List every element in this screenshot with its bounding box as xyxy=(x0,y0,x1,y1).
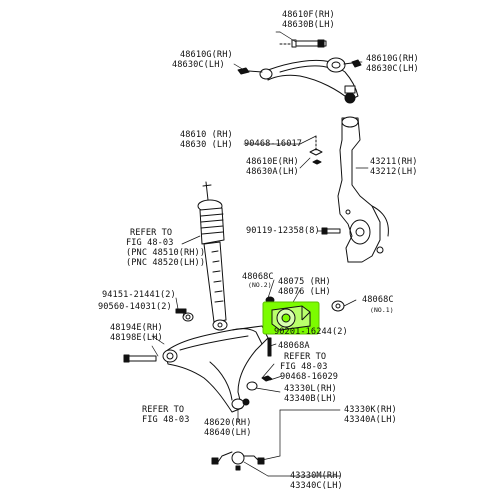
callout-90201-16244: 90201-16244(2) xyxy=(274,327,348,337)
lower-control-arm xyxy=(162,325,269,413)
callout-48630-lh: 48630 (LH) xyxy=(180,140,233,150)
callout-48610g-rh-right: 48610G(RH) xyxy=(366,54,419,64)
callout-48068c-left-note: (NO.2) xyxy=(248,281,272,289)
refer-fig-top-line3: (PNC 48510(RH)) xyxy=(126,248,206,258)
upper-arm-bolt xyxy=(279,39,327,48)
shock-absorber xyxy=(197,181,228,331)
callout-48075-rh: 48075 (RH) xyxy=(278,277,331,287)
callout-48630b-lh: 48630B(LH) xyxy=(282,20,335,30)
callout-48198e-lh: 48198E(LH) xyxy=(110,333,163,343)
bushing-48068c-right xyxy=(331,300,345,312)
callout-94151-21441: 94151-21441(2) xyxy=(102,290,176,300)
upper-control-arm xyxy=(259,57,359,104)
refer-fig-mid-line1: REFER TO xyxy=(284,352,327,362)
refer-fig-mid-line2: FIG 48-03 xyxy=(280,362,328,372)
lower-ball-joint xyxy=(211,381,265,471)
callout-48630c-lh-left: 48630C(LH) xyxy=(172,60,225,70)
callout-90468-16029: 90468-16029 xyxy=(280,372,339,382)
callout-43211-rh: 43211(RH) xyxy=(370,157,418,167)
callout-43340a-lh: 43340A(LH) xyxy=(344,415,397,425)
callout-48068c-right-note: (NO.1) xyxy=(370,306,394,314)
callout-48620-rh: 48620(RH) xyxy=(204,418,252,428)
callout-48630c-lh-right: 48630C(LH) xyxy=(366,64,419,74)
lower-arm-bolt xyxy=(123,354,157,363)
callout-48610-rh: 48610 (RH) xyxy=(180,130,233,140)
bushing-assembly-highlight[interactable] xyxy=(262,300,320,336)
bolt-94151 xyxy=(175,308,187,314)
callout-48610f-rh: 48610F(RH) xyxy=(282,10,335,20)
callout-48194e-rh: 48194E(RH) xyxy=(110,323,163,333)
upper-arm-nut-right xyxy=(343,59,362,68)
refer-fig-bottom-line2: FIG 48-03 xyxy=(142,415,190,425)
callout-48076-lh: 48076 (LH) xyxy=(278,287,331,297)
callout-43330k-rh: 43330K(RH) xyxy=(344,405,397,415)
refer-fig-top-line4: (PNC 48520(LH)) xyxy=(126,258,206,268)
callout-43340c-lh: 43340C(LH) xyxy=(290,481,343,491)
callout-48068a: 48068A xyxy=(278,341,310,351)
callout-90119-12358: 90119-12358(8) xyxy=(246,226,320,236)
callout-48068c-right: 48068C xyxy=(362,295,394,305)
ball-joint-washer xyxy=(309,135,323,165)
callout-43212-lh: 43212(LH) xyxy=(370,167,418,177)
knuckle-bolt xyxy=(321,227,341,235)
refer-fig-bottom-line1: REFER TO xyxy=(142,405,185,415)
refer-fig-top-line2: FIG 48-03 xyxy=(126,238,174,248)
callout-90560-14031: 90560-14031(2) xyxy=(98,302,172,312)
callout-48630a-lh: 48630A(LH) xyxy=(246,167,299,177)
callout-48068c-left: 48068C xyxy=(242,272,274,282)
bushing-48068a xyxy=(267,337,272,357)
callout-90468-16017: 90468-16017 xyxy=(244,139,303,149)
callout-48610e-rh: 48610E(RH) xyxy=(246,157,299,167)
callout-43330l-rh: 43330L(RH) xyxy=(284,384,337,394)
callout-48610g-rh-left: 48610G(RH) xyxy=(180,50,233,60)
upper-arm-nut-left xyxy=(237,67,263,75)
callout-43340b-lh: 43340B(LH) xyxy=(284,394,337,404)
washer-90560 xyxy=(182,312,194,322)
callout-48640-lh: 48640(LH) xyxy=(204,428,252,438)
steering-knuckle xyxy=(337,116,389,263)
refer-fig-top-line1: REFER TO xyxy=(130,228,173,238)
callout-43330m-rh: 43330M(RH) xyxy=(290,471,343,481)
